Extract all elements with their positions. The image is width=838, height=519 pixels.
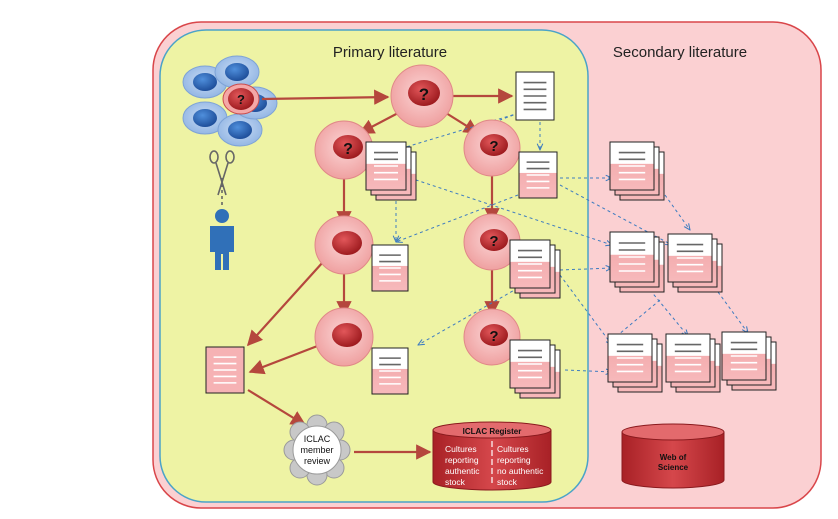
researcher-person-icon xyxy=(210,209,234,270)
svg-text:?: ? xyxy=(489,233,498,250)
secondary-stack-6 xyxy=(721,331,777,391)
iclac-label: ICLAC xyxy=(304,434,331,444)
node-right-2: ? xyxy=(463,213,521,271)
secondary-stack-4 xyxy=(607,333,663,393)
document-stack-right-2 xyxy=(509,239,561,299)
node-right-3: ? xyxy=(463,308,521,366)
register-left-line-2: reporting xyxy=(445,455,479,465)
source-document-top xyxy=(515,71,555,121)
document-stack-right-3 xyxy=(509,339,561,399)
register-left-line-3: authentic xyxy=(445,466,480,476)
iclac-register-database: ICLAC Register Cultures reporting authen… xyxy=(432,421,552,491)
register-right-line-4: stock xyxy=(497,477,518,487)
svg-text:?: ? xyxy=(343,141,353,158)
review-label: review xyxy=(304,456,331,466)
iclac-member-review-node: ICLAC member review xyxy=(283,414,351,486)
register-left-line-4: stock xyxy=(445,477,466,487)
svg-text:?: ? xyxy=(489,328,498,345)
web-of-science-line-1: Web of xyxy=(660,453,687,462)
web-of-science-line-2: Science xyxy=(658,463,689,472)
svg-text:?: ? xyxy=(489,138,498,155)
document-left-2 xyxy=(371,244,409,292)
document-stack-left-1 xyxy=(365,141,417,201)
dashed-citation-arrows xyxy=(396,112,748,372)
document-left-3 xyxy=(371,347,409,395)
secondary-literature-title: Secondary literature xyxy=(613,44,747,61)
secondary-stack-3 xyxy=(667,233,723,293)
register-right-line-1: Cultures xyxy=(497,444,529,454)
secondary-stack-1 xyxy=(609,141,665,201)
cluster-question-mark: ? xyxy=(237,92,245,107)
register-title: ICLAC Register xyxy=(463,427,522,436)
secondary-stack-5 xyxy=(665,333,721,393)
register-left-line-1: Cultures xyxy=(445,444,477,454)
web-of-science-database: Web of Science xyxy=(621,423,725,489)
secondary-stack-2 xyxy=(609,231,665,293)
member-label: member xyxy=(300,445,333,455)
flagged-document xyxy=(205,346,245,394)
node-top: ? xyxy=(390,64,454,128)
register-right-line-3: no authentic xyxy=(497,466,544,476)
primary-literature-title: Primary literature xyxy=(333,44,447,61)
solid-arrows xyxy=(246,88,514,460)
node-right-1: ? xyxy=(463,119,521,177)
document-right-1 xyxy=(518,151,558,199)
cell-cluster: ? xyxy=(182,55,278,147)
svg-text:?: ? xyxy=(419,85,429,104)
document-icons xyxy=(205,71,777,399)
node-left-2 xyxy=(314,215,374,275)
node-left-3 xyxy=(314,307,374,367)
node-left-1: ? xyxy=(314,120,374,180)
register-right-line-2: reporting xyxy=(497,455,531,465)
scissors-icon xyxy=(209,150,235,205)
